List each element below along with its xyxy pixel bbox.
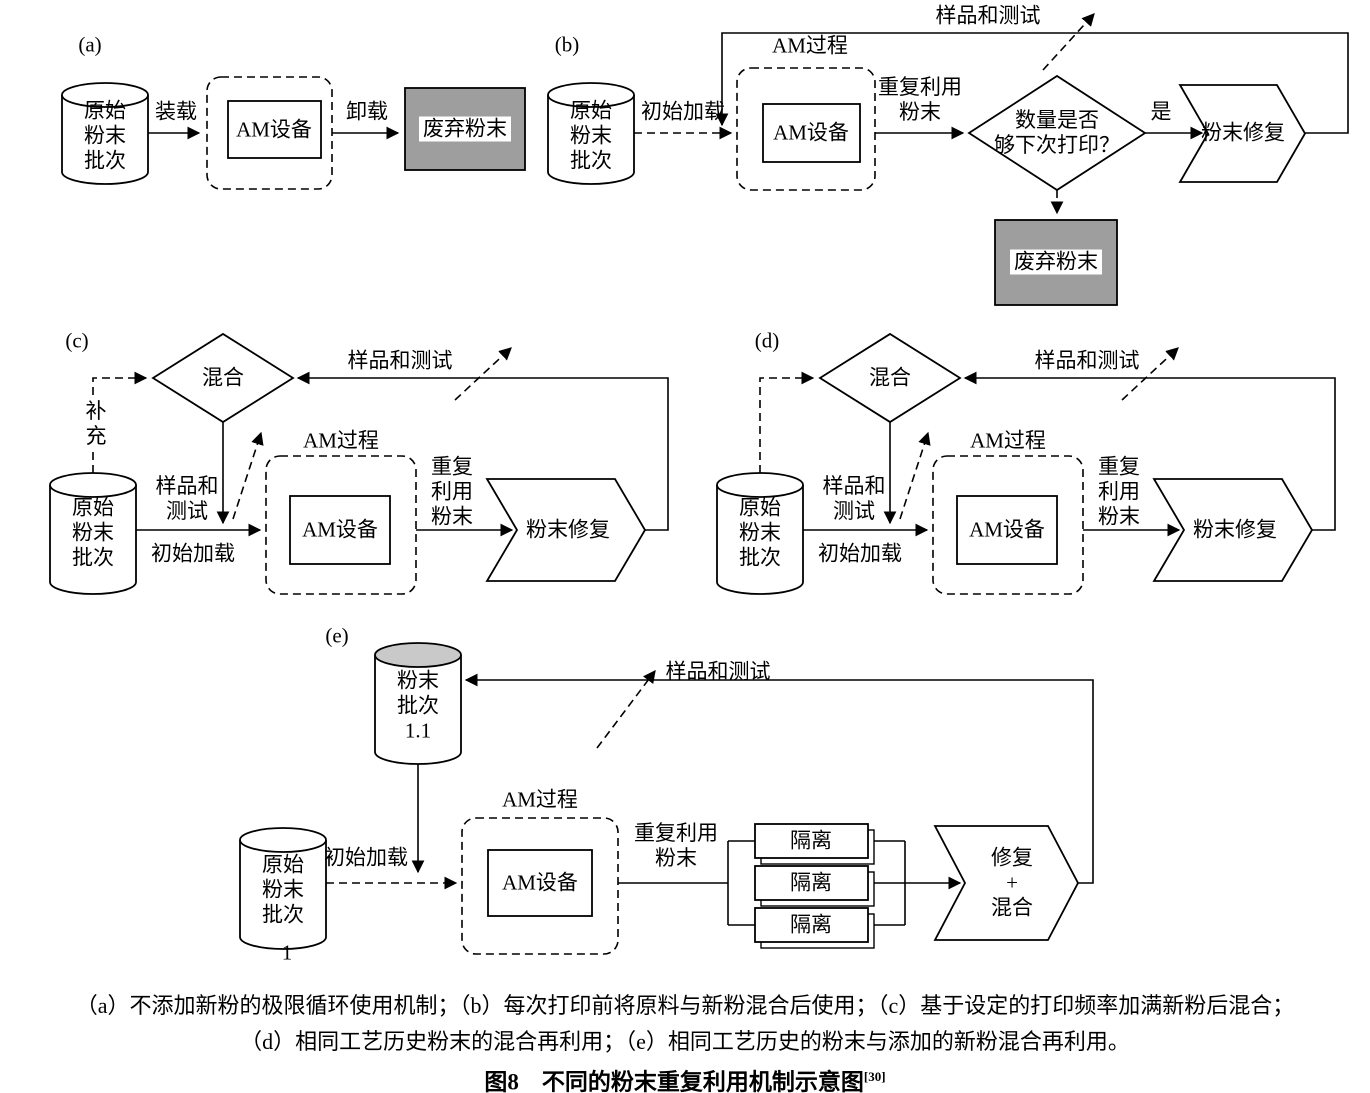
cylinder-b-body [547,95,635,185]
source-cylinder-label-b: 原始 粉末 批次 [570,98,612,173]
isolation-label-2: 隔离 [790,870,832,895]
recycle-loop-b [715,32,1349,134]
sample-test-arrow-e [596,669,656,749]
initial-load-label-e: 初始加载 [324,845,408,870]
isolation-box-2 [754,865,869,901]
mix-label-c: 混合 [202,365,244,390]
mix-diamond-d [818,332,962,424]
isolation-box-1 [754,823,869,859]
initial-load-label-d: 初始加载 [818,541,902,566]
am-device-box-d [956,495,1058,565]
am-process-frame-b [736,67,876,191]
figure-title: 图8 不同的粉末重复利用机制示意图[30] [0,1063,1370,1093]
sample-test-label-b: 样品和测试 [935,3,1041,28]
figure-title-text: 图8 不同的粉末重复利用机制示意图 [484,1069,864,1093]
recycle-loop-e [464,673,1094,884]
sample-to-mix-arrow-c [232,431,264,520]
recycle-loop-c [296,371,669,531]
source-number-label-e: 1 [281,940,293,965]
am-process-frame-c [265,455,417,595]
reuse-label-d: 重复 利用 粉末 [1098,454,1140,529]
subfigure-label-c: (c) [65,328,89,353]
am-process-label-b: AM过程 [772,33,848,58]
figure-title-reference: [30] [863,1069,886,1084]
am-process-label-d: AM过程 [970,428,1046,453]
sample-test-arrow-b [1042,13,1095,71]
batch-cylinder-e-body [374,655,462,765]
powder-repair-label-c: 粉末修复 [526,517,610,542]
cylinder-b-top [547,82,635,108]
am-device-box-a [227,100,322,159]
cylinder-a-top [61,82,149,108]
source-cylinder-label-a: 原始 粉末 批次 [84,98,126,173]
powder-repair-label-b: 粉末修复 [1201,120,1285,145]
cylinder-c-top [49,472,137,498]
isolation-box-3 [754,907,869,943]
am-device-label-e: AM设备 [502,870,578,895]
powder-repair-label-d: 粉末修复 [1193,517,1277,542]
subfigure-label-d: (d) [754,328,780,353]
cylinder-d-top [716,472,804,498]
reuse-label-e: 重复利用 粉末 [634,821,718,870]
cylinder-a-body [61,95,149,185]
isolation-label-3: 隔离 [790,912,832,937]
am-device-label-c: AM设备 [302,517,378,542]
am-device-label-b: AM设备 [773,120,849,145]
source-cylinder-e-top [239,827,327,853]
sample-test-small-label-d: 样品和 测试 [822,474,886,523]
batch-cylinder-e-top [374,642,462,668]
cylinder-to-mix-line-d [759,371,815,473]
reuse-label-b: 重复利用 粉末 [878,75,962,124]
yes-label-b: 是 [1150,99,1172,124]
caption-line-2: （d）相同工艺历史粉末的混合再利用；（e）相同工艺历史的粉末与添加的新粉混合再利… [240,1029,1130,1054]
am-process-label-c: AM过程 [303,428,379,453]
decision-label-b: 数量是否 够下次打印？ [994,108,1120,157]
mix-diamond-c [151,332,295,424]
powder-repair-chevron-b [1178,84,1307,183]
am-device-box-c [289,495,391,565]
am-device-label-a: AM设备 [236,117,312,142]
powder-repair-chevron-c [485,478,647,582]
sample-test-label-c: 样品和测试 [347,348,453,373]
repair-mix-chevron-e [933,825,1080,941]
load-label-a: 装载 [155,99,197,124]
waste-label-b: 废弃粉末 [1010,249,1102,275]
subfigure-label-a: (a) [78,32,102,57]
am-device-box-b [762,103,861,163]
reuse-label-c: 重复 利用 粉末 [431,454,473,529]
am-process-label-e: AM过程 [502,787,578,812]
powder-repair-chevron-d [1152,478,1314,582]
am-device-box-e [487,849,593,917]
cylinder-c-body [49,485,137,595]
repair-mix-label-e: 修复 + 混合 [991,845,1033,920]
unload-label-a: 卸载 [346,99,388,124]
isolation-label-1: 隔离 [790,828,832,853]
waste-label-a: 废弃粉末 [419,116,511,142]
sample-test-label-e: 样品和测试 [665,659,771,684]
am-process-frame-e [461,817,619,955]
source-cylinder-label-c: 原始 粉末 批次 [72,495,114,570]
initial-load-label-b: 初始加载 [641,99,725,124]
source-cylinder-label-e: 原始 粉末 批次 [262,852,304,927]
am-process-frame-d [932,455,1084,595]
recycle-loop-d [963,371,1336,531]
sample-to-mix-arrow-d [899,431,931,520]
initial-load-label-c: 初始加载 [151,541,235,566]
mix-label-d: 混合 [869,365,911,390]
batch-cylinder-label-e: 粉末 批次 1.1 [397,668,439,743]
replenish-label-c: 补 充 [81,399,111,449]
source-cylinder-label-d: 原始 粉末 批次 [739,495,781,570]
am-device-label-d: AM设备 [969,517,1045,542]
caption-line-1: （a）不添加新粉的极限循环使用机制；（b）每次打印前将原料与新粉混合后使用；（c… [75,993,1295,1018]
sample-test-label-d: 样品和测试 [1034,348,1140,373]
sample-test-arrow-c [454,347,512,401]
cylinder-d-body [716,485,804,595]
sample-test-small-label-c: 样品和 测试 [155,474,219,523]
source-cylinder-e-body [239,840,327,950]
subfigure-label-e: (e) [325,623,349,648]
subfigure-label-b: (b) [554,32,580,57]
